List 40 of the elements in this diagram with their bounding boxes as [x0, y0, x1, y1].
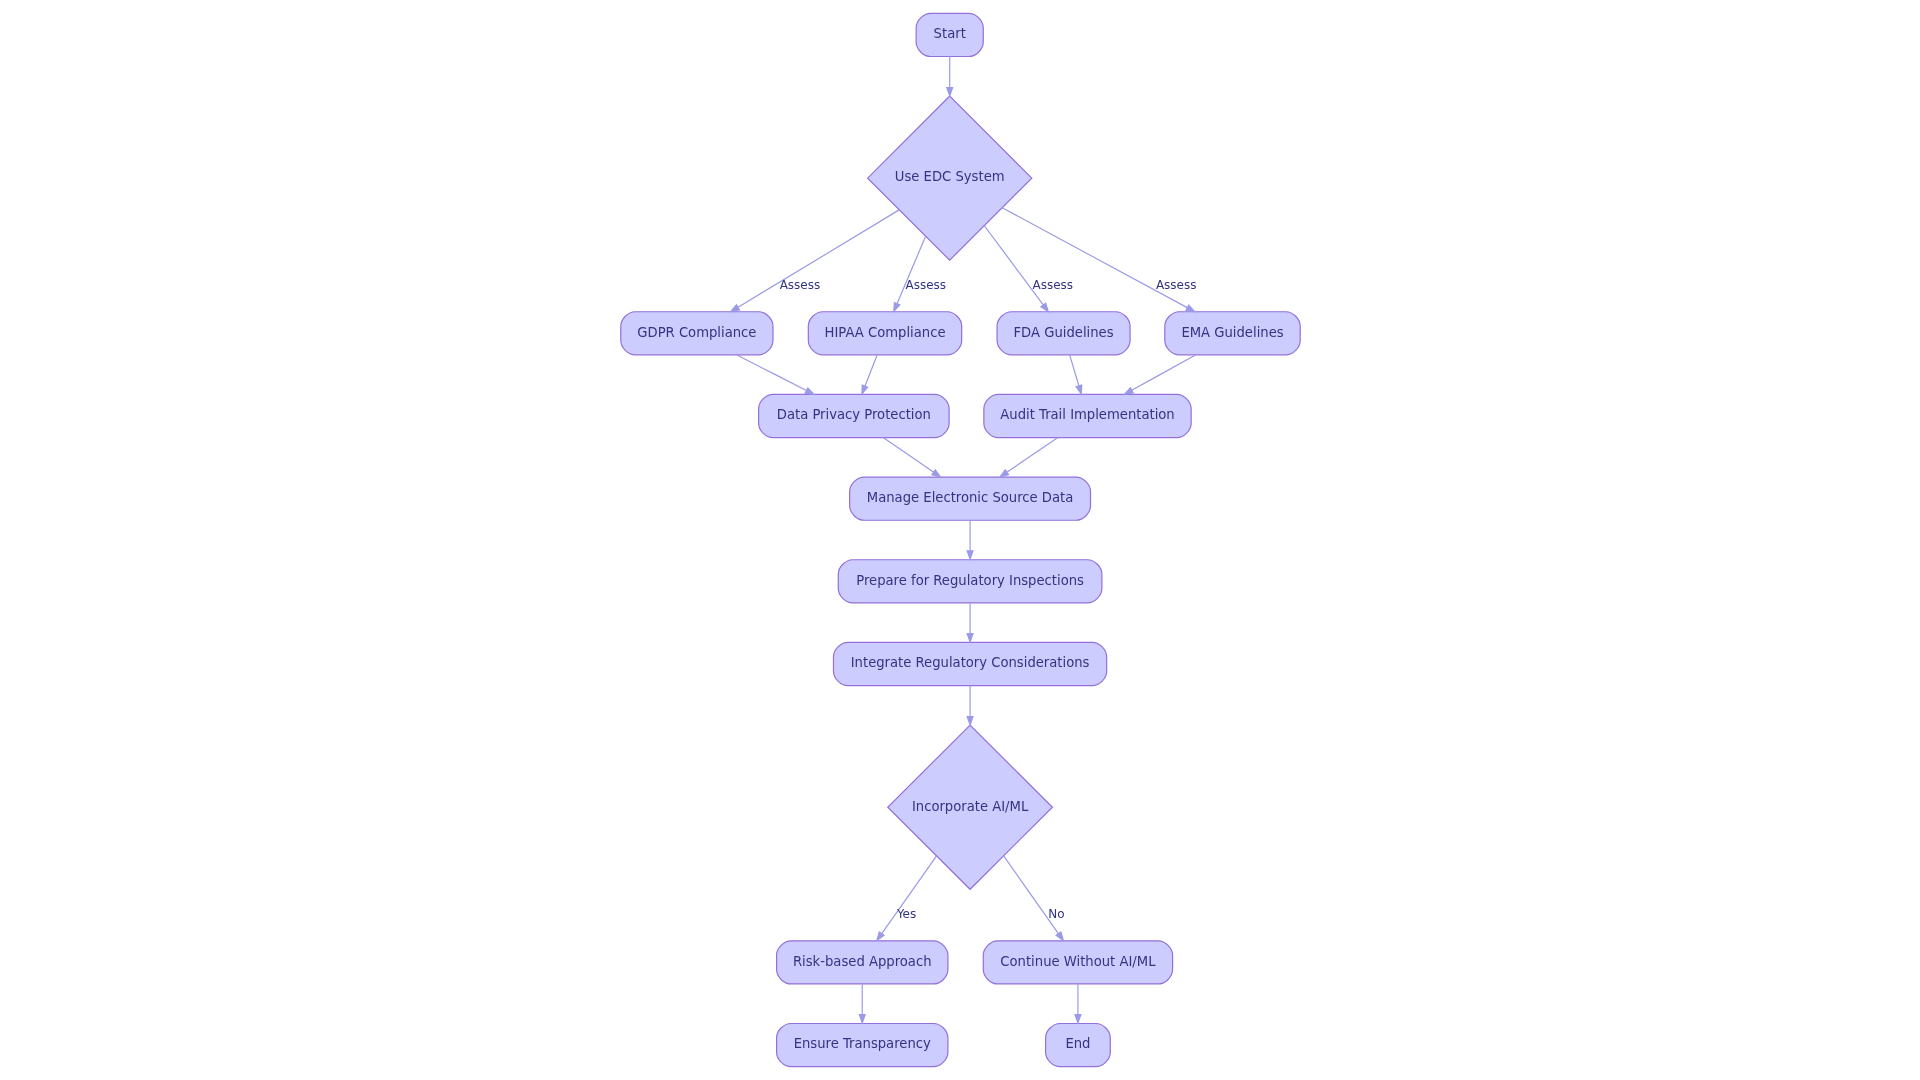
node-box: Ensure Transparency: [775, 1022, 948, 1068]
arrow: [735, 354, 816, 396]
arrow: [892, 235, 926, 314]
node-diamond: Use EDC System: [866, 95, 1033, 262]
arrow: [1002, 855, 1064, 942]
node-box: FDA Guidelines: [995, 311, 1131, 356]
node-box: Integrate Regulatory Considerations: [832, 641, 1107, 687]
arrow: [875, 855, 937, 942]
node-box: Data Privacy Protection: [757, 393, 950, 439]
arrow: [1073, 983, 1082, 1025]
arrow: [945, 56, 953, 98]
arrow: [882, 437, 942, 479]
arrow: [965, 519, 974, 562]
arrow: [965, 685, 974, 727]
node-box: Risk-based Approach: [775, 940, 948, 985]
arrow: [728, 209, 900, 313]
edge-label: No: [1047, 907, 1064, 922]
edge-label: Assess: [905, 277, 946, 292]
node-diamond: Incorporate AI/ML: [886, 724, 1053, 891]
edge-label: Assess: [1032, 277, 1073, 292]
arrow: [860, 354, 878, 396]
edge-label: Assess: [1155, 277, 1196, 292]
node-box: Audit Trail Implementation: [982, 393, 1192, 439]
arrow: [1001, 207, 1196, 313]
arrow: [857, 983, 866, 1025]
node-box: EMA Guidelines: [1163, 311, 1301, 356]
arrow: [965, 602, 974, 644]
node-box: Start: [915, 12, 984, 58]
node-box: HIPAA Compliance: [807, 311, 962, 356]
node-box: GDPR Compliance: [619, 311, 774, 356]
edge-label: Assess: [779, 277, 820, 292]
node-box: Continue Without AI/ML: [982, 940, 1173, 985]
arrow: [983, 225, 1049, 314]
node-box: Prepare for Regulatory Inspections: [837, 559, 1102, 604]
node-box: End: [1044, 1022, 1111, 1068]
arrow: [1068, 354, 1082, 396]
node-box: Manage Electronic Source Data: [848, 476, 1091, 521]
edge-label: Yes: [896, 907, 916, 922]
arrow: [997, 437, 1058, 479]
arrow: [1122, 354, 1196, 396]
